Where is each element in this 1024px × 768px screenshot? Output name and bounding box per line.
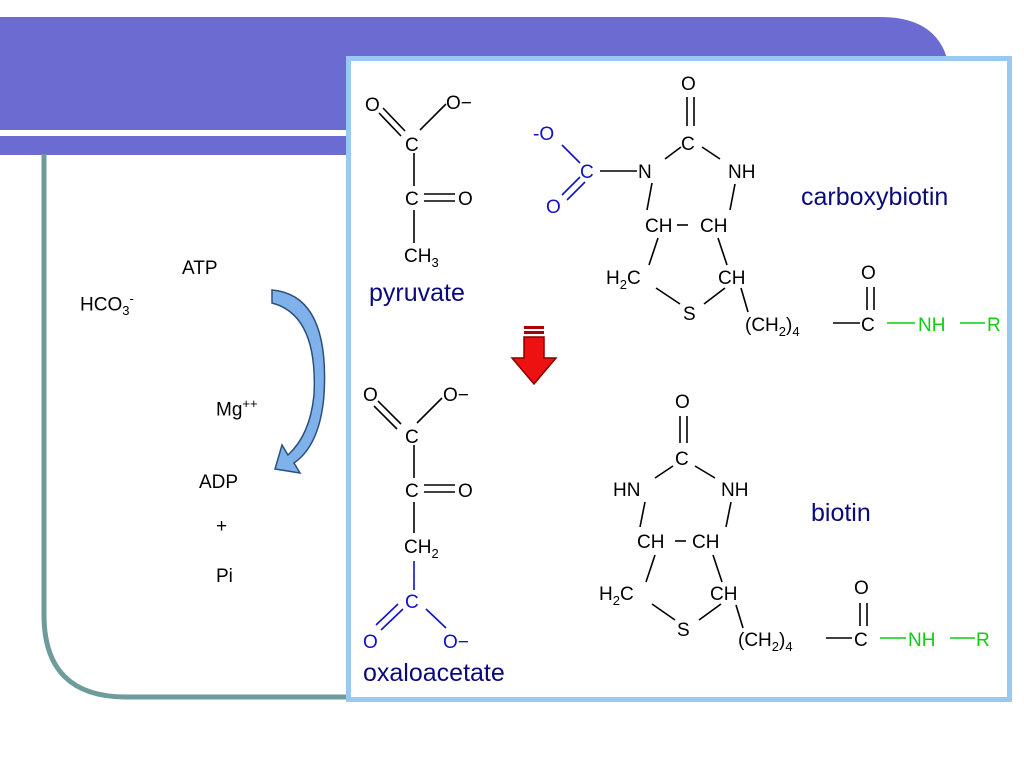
atom-o-minus: O− — [443, 632, 469, 653]
atom-hn: HN — [613, 480, 640, 501]
atom-ch: CH — [692, 532, 719, 553]
atom-chain: (CH2)4 — [745, 315, 800, 339]
atom-s: S — [677, 620, 690, 641]
atom-c: C — [405, 135, 419, 156]
biotin-amide-atoms: NH R — [908, 630, 990, 651]
carboxybiotin-carboxyl-atoms: -O C O — [533, 124, 594, 218]
atom-h2c: H2C — [606, 268, 641, 292]
biotin-bonds — [600, 97, 875, 639]
header-divider — [0, 130, 360, 136]
atom-o: O — [861, 263, 876, 284]
atom-nh: NH — [728, 162, 755, 183]
molecule-names: pyruvate oxaloacetate carboxybiotin biot… — [363, 183, 948, 687]
atom-o: O — [365, 95, 380, 116]
pyruvate-atoms: O O− C C O CH3 — [365, 93, 473, 270]
atom-c: C — [861, 315, 875, 336]
atom-o: O — [363, 632, 378, 653]
atom-c: C — [405, 592, 419, 613]
bicarbonate-label: HCO3- — [80, 291, 134, 319]
atom-n: N — [638, 162, 652, 183]
atom-o: O — [854, 578, 869, 599]
atom-c: C — [405, 481, 419, 502]
atom-c: C — [580, 162, 594, 183]
atom-ch2: CH2 — [404, 537, 439, 561]
structure-panel — [346, 56, 1012, 702]
atom-ch: CH — [710, 584, 737, 605]
atom-ch: CH — [645, 216, 672, 237]
plus-label: + — [216, 516, 228, 537]
atom-neg-o: -O — [533, 124, 554, 145]
atom-o: O — [458, 481, 473, 502]
carboxybiotin-amide-atoms: NH R — [918, 315, 1001, 336]
oxaloacetate-atoms: O O− C C O CH2 — [363, 385, 473, 561]
atom-o: O — [458, 189, 473, 210]
atom-nh: NH — [908, 630, 935, 651]
carboxybiotin-name: carboxybiotin — [801, 183, 948, 211]
atom-c: C — [405, 189, 419, 210]
atom-o: O — [546, 197, 561, 218]
structures-diagram: O O− C C O CH3 O O− C C O CH2 C O O− O C… — [363, 74, 1001, 687]
atom-ch3: CH3 — [404, 246, 439, 270]
atom-o: O — [675, 392, 690, 413]
pi-label: Pi — [216, 566, 233, 587]
atom-ch: CH — [637, 532, 664, 553]
atom-s: S — [683, 304, 696, 325]
amide-bonds — [880, 322, 985, 639]
atom-ch: CH — [700, 216, 727, 237]
atom-h2c: H2C — [599, 584, 634, 608]
atp-label: ATP — [182, 258, 218, 279]
oxaloacetate-carboxyl-atoms: C O O− — [363, 592, 469, 653]
atom-c: C — [854, 630, 868, 651]
atom-o-minus: O− — [443, 385, 469, 406]
atom-o-minus: O− — [446, 93, 472, 114]
atom-o: O — [363, 385, 378, 406]
atom-nh: NH — [918, 315, 945, 336]
adp-label: ADP — [199, 472, 239, 493]
atom-r: R — [976, 630, 990, 651]
carboxyl-bonds — [375, 144, 586, 631]
content-frame — [41, 154, 360, 700]
atom-c: C — [675, 449, 689, 470]
biotin-name: biotin — [811, 499, 871, 527]
down-arrow-icon — [510, 326, 558, 386]
atom-chain: (CH2)4 — [738, 630, 793, 654]
oxaloacetate-name: oxaloacetate — [363, 659, 505, 687]
atom-c: C — [405, 427, 419, 448]
pyruvate-name: pyruvate — [369, 279, 465, 307]
carboxybiotin-atoms: O C N NH CH CH H2C CH S (CH2)4 O C — [606, 74, 876, 339]
atom-ch: CH — [718, 268, 745, 289]
pyruvate-bonds — [373, 103, 455, 533]
biotin-atoms: O C HN NH CH CH H2C CH S (CH2)4 O C — [599, 392, 869, 654]
atom-nh: NH — [721, 480, 748, 501]
atom-r: R — [987, 315, 1001, 336]
atom-o: O — [681, 74, 696, 95]
magnesium-label: Mg++ — [216, 396, 258, 421]
atom-c: C — [681, 134, 695, 155]
curved-arrow-icon — [271, 289, 326, 474]
